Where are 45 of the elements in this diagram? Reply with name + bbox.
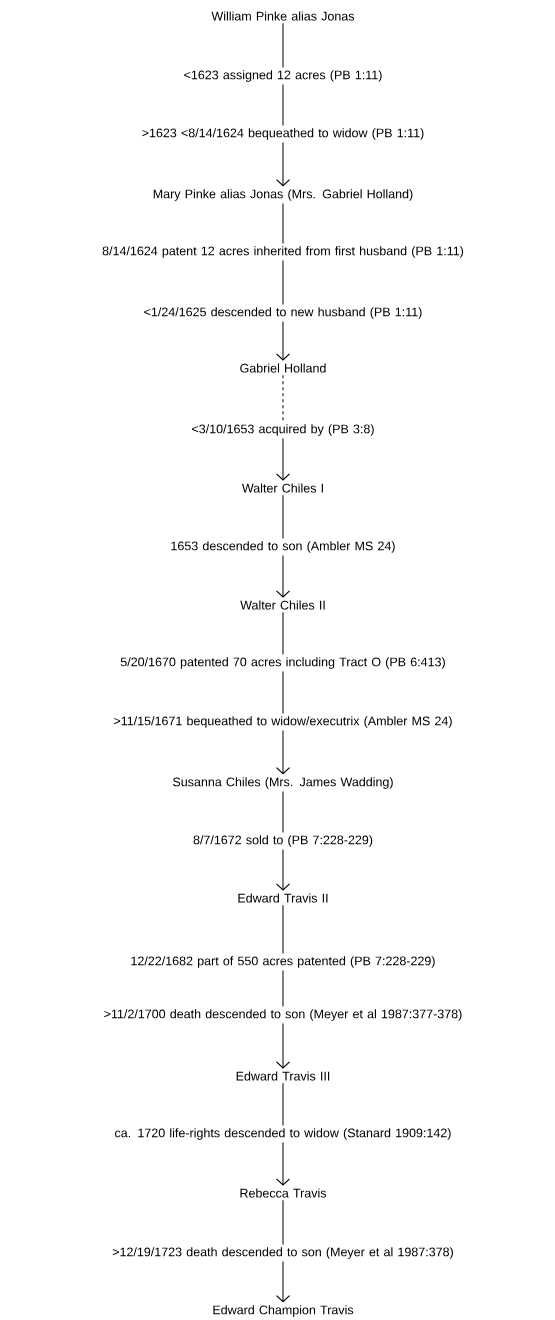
entry-text: 8/14/1624 patent 12 acres inherited from first husband (PB 1:11) [102,246,464,258]
connector-line [282,494,284,539]
connector-line [282,611,284,655]
arrow [275,438,291,481]
arrow [275,1023,291,1069]
entry-text: >11/15/1671 bequeathed to widow/executrix (Ambler MS 24) [114,716,452,728]
entry-text: Gabriel Holland [240,363,326,373]
connector-line [282,904,284,954]
connector-line [282,791,284,833]
entry-text: Rebecca Travis [240,1188,327,1198]
connector-line [282,1082,284,1126]
connector-line [282,1199,284,1245]
connector-line [282,260,284,305]
entry-text: Walter Chiles II [240,600,325,610]
entry-text: Walter Chiles I [241,483,323,493]
connector-line [282,203,284,244]
entry-text: Mary Pinke alias Jonas (Mrs. Gabriel Holland) [153,189,413,201]
entry-text: Edward Champion Travis [213,1305,354,1317]
entry-text: Edward Travis II [238,893,328,903]
connector-line [282,970,284,1007]
entry-text: <3/10/1653 acquired by (PB 3:8) [192,424,374,436]
arrow [275,1261,291,1303]
connector-line [282,22,284,68]
connector-line [282,374,284,422]
entry-text: <1623 assigned 12 acres (PB 1:11) [184,70,382,82]
entry-text: 5/20/1670 patented 70 acres including Tract O (PB 6:413) [120,657,445,669]
entry-text: <1/24/1625 descended to new husband (PB 1:11) [144,307,422,319]
arrow [275,730,291,775]
arrow [275,321,291,361]
arrow [275,849,291,891]
connector-line [282,671,284,714]
connector-line [282,84,284,126]
arrow [275,142,291,187]
entry-text: >11/2/1700 death descended to son (Meyer et al 1987:377-378) [104,1009,462,1021]
arrow [275,1142,291,1186]
entry-text: 8/7/1672 sold to (PB 7:228-229) [193,835,373,847]
entry-text: Edward Travis III [236,1071,330,1081]
arrow [275,555,291,598]
entry-text: 12/22/1682 part of 550 acres patented (PB 7:228-229) [131,956,435,968]
entry-text: 1653 descended to son (Ambler MS 24) [171,541,395,553]
entry-text: Susanna Chiles (Mrs. James Wadding) [173,777,393,789]
entry-text: ca. 1720 life-rights descended to widow (Stanard 1909:142) [115,1128,451,1140]
entry-text: >12/19/1723 death descended to son (Meyer et al 1987:378) [112,1247,453,1259]
entry-text: >1623 <8/14/1624 bequeathed to widow (PB 1:11) [142,128,424,140]
entry-text: William Pinke alias Jonas [211,11,355,21]
